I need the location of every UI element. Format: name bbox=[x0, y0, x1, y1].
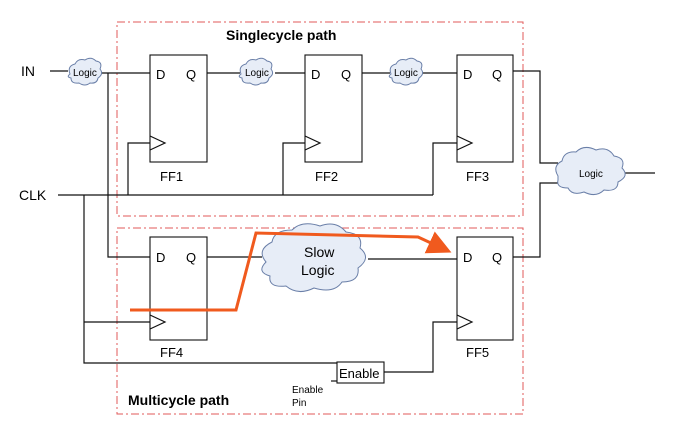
ff1: D Q FF1 bbox=[149, 54, 208, 184]
svg-text:Q: Q bbox=[341, 67, 351, 82]
ff3-label: FF3 bbox=[466, 169, 489, 184]
svg-text:Logic: Logic bbox=[245, 68, 269, 79]
svg-text:Slow: Slow bbox=[304, 244, 335, 260]
multicycle-title: Multicycle path bbox=[128, 392, 229, 408]
ff2: D Q FF2 bbox=[304, 54, 363, 184]
singlecycle-region bbox=[116, 21, 524, 217]
svg-text:D: D bbox=[156, 67, 165, 82]
slow-logic-cloud: Slow Logic bbox=[261, 223, 366, 292]
logic-cloud-ff2-ff3: Logic bbox=[388, 57, 424, 86]
logic-cloud-input: Logic bbox=[67, 57, 103, 86]
enable-pin-label-line1: Enable bbox=[292, 385, 324, 396]
ff3-q-wire bbox=[513, 70, 558, 164]
singlecycle-title: Singlecycle path bbox=[226, 27, 336, 43]
svg-text:Logic: Logic bbox=[301, 262, 334, 278]
in-label: IN bbox=[21, 63, 35, 79]
enable-gate: Enable bbox=[336, 361, 385, 384]
logic-cloud-output: Logic bbox=[555, 146, 626, 196]
clk-to-enable-wire bbox=[83, 195, 337, 364]
ff4-d-wire bbox=[107, 73, 150, 258]
svg-text:Logic: Logic bbox=[579, 169, 603, 180]
svg-text:D: D bbox=[156, 250, 165, 265]
critical-path bbox=[130, 231, 452, 312]
ff5-q-wire bbox=[513, 182, 558, 258]
ff4: D Q FF4 bbox=[149, 236, 208, 360]
logic-cloud-ff1-ff2: Logic bbox=[238, 57, 274, 86]
ff1-label: FF1 bbox=[160, 169, 183, 184]
ff3-clk-wire bbox=[432, 142, 457, 195]
clk-label: CLK bbox=[19, 187, 47, 203]
svg-text:Q: Q bbox=[492, 67, 502, 82]
ff2-clk-wire bbox=[282, 142, 305, 195]
svg-text:Q: Q bbox=[492, 250, 502, 265]
svg-text:Q: Q bbox=[186, 250, 196, 265]
ff5-label: FF5 bbox=[466, 345, 489, 360]
ff3: D Q FF3 bbox=[456, 54, 514, 184]
svg-text:Enable: Enable bbox=[339, 366, 379, 381]
svg-text:D: D bbox=[463, 67, 472, 82]
svg-text:Q: Q bbox=[186, 67, 196, 82]
svg-text:Logic: Logic bbox=[394, 68, 418, 79]
ff2-label: FF2 bbox=[315, 169, 338, 184]
svg-text:Logic: Logic bbox=[73, 68, 97, 79]
ff4-label: FF4 bbox=[160, 345, 183, 360]
svg-text:D: D bbox=[311, 67, 320, 82]
enable-pin-label-line2: Pin bbox=[292, 398, 306, 409]
svg-text:D: D bbox=[463, 250, 472, 265]
ff5: D Q FF5 bbox=[456, 236, 514, 360]
ff5-clk-wire bbox=[384, 321, 457, 373]
ff1-clk-wire bbox=[127, 142, 150, 195]
